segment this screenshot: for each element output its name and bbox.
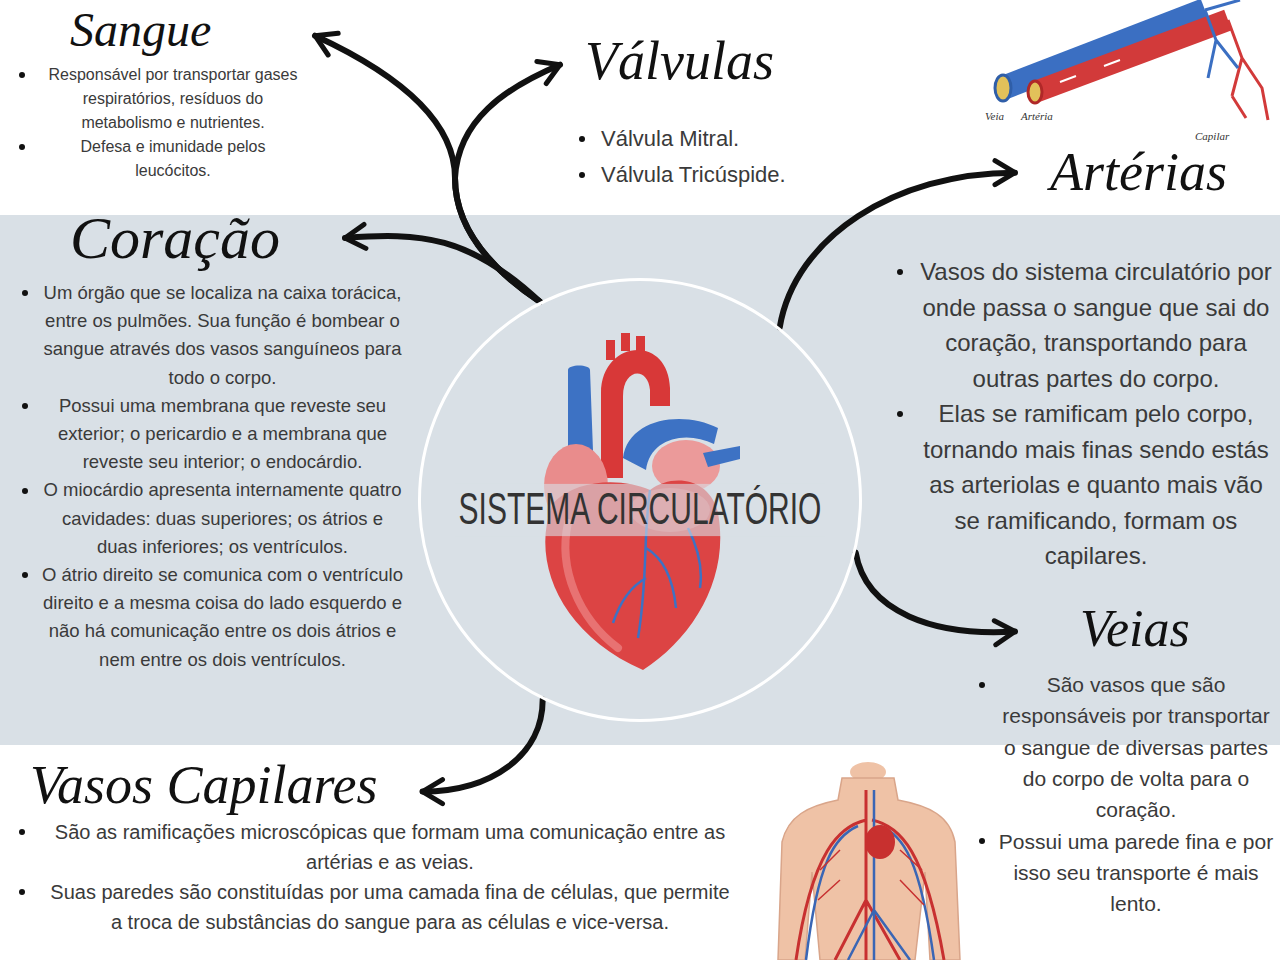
bullet-item: Elas se ramificam pelo corpo, tornando m… bbox=[893, 396, 1273, 574]
topic-heading: Sangue bbox=[70, 4, 211, 57]
bullet-dot bbox=[22, 290, 28, 296]
bullet-item: Suas paredes são constituídas por uma ca… bbox=[15, 877, 735, 937]
bullet-dot bbox=[979, 838, 985, 844]
bullet-dot bbox=[22, 572, 28, 578]
diagram-title: SISTEMA CIRCULATÓRIO bbox=[455, 484, 826, 536]
bullet-item: Responsável por transportar gases respir… bbox=[15, 63, 305, 135]
title-wrap: SISTEMA CIRCULATÓRIO bbox=[421, 492, 859, 528]
bullet-text: Responsável por transportar gases respir… bbox=[48, 66, 297, 131]
bullet-item: Possui uma parede fina e por isso seu tr… bbox=[975, 826, 1275, 920]
center-circle: SISTEMA CIRCULATÓRIO bbox=[418, 278, 862, 722]
topic-heading: Veias bbox=[1080, 600, 1190, 657]
topic-heading: Válvulas bbox=[585, 32, 774, 91]
part-label: Artéria bbox=[1021, 110, 1053, 122]
bullet-item: Possui uma membrana que reveste seu exte… bbox=[18, 392, 403, 477]
bullet-text: O átrio direito se comunica com o ventrí… bbox=[42, 564, 403, 670]
connector-arrow bbox=[315, 36, 540, 302]
bullet-dot bbox=[979, 682, 985, 688]
bullet-dot bbox=[22, 488, 28, 494]
bullet-text: Um órgão que se localiza na caixa toráci… bbox=[44, 282, 402, 388]
connector-arrow bbox=[856, 553, 1015, 633]
bullet-item: O átrio direito se comunica com o ventrí… bbox=[18, 561, 403, 674]
bullet-item: Defesa e imunidade pelos leucócitos. bbox=[15, 135, 305, 183]
bullet-dot bbox=[897, 411, 903, 417]
bullet-text: São as ramificações microscópicas que fo… bbox=[55, 821, 725, 873]
bullet-text: Válvula Mitral. bbox=[601, 126, 739, 151]
vessel-illustration bbox=[995, 0, 1268, 120]
bullet-text: Defesa e imunidade pelos leucócitos. bbox=[80, 138, 265, 179]
bullet-dot bbox=[19, 72, 25, 78]
arteries-topic: ArtériasVasos do sistema circulatório po… bbox=[893, 143, 1273, 574]
bullet-item: O miocárdio apresenta internamente quatr… bbox=[18, 476, 403, 561]
bullet-item: Vasos do sistema circulatório por onde p… bbox=[893, 254, 1273, 396]
bullet-dot bbox=[22, 403, 28, 409]
body-illustration bbox=[778, 762, 960, 960]
capillaries-topic: Vasos CapilaresSão as ramificações micro… bbox=[15, 756, 735, 937]
bullet-item: São as ramificações microscópicas que fo… bbox=[15, 817, 735, 877]
part-label: Veia bbox=[985, 110, 1004, 122]
bullet-item: São vasos que são responsáveis por trans… bbox=[975, 669, 1275, 825]
topic-heading: Vasos Capilares bbox=[30, 756, 378, 815]
bullet-dot bbox=[19, 144, 25, 150]
topic-heading: Artérias bbox=[1050, 143, 1227, 202]
bullet-dot bbox=[897, 269, 903, 275]
bullet-item: Um órgão que se localiza na caixa toráci… bbox=[18, 279, 403, 392]
bullet-item: Válvula Mitral. bbox=[575, 121, 835, 157]
connector-arrow bbox=[423, 700, 543, 792]
heart-topic: Coração Um órgão que se localiza na caixa… bbox=[18, 205, 403, 674]
bullet-text: Possui uma parede fina e por isso seu tr… bbox=[999, 830, 1273, 916]
bullet-text: Suas paredes são constituídas por uma ca… bbox=[50, 881, 729, 933]
bullet-text: Vasos do sistema circulatório por onde p… bbox=[920, 258, 1272, 392]
bullet-text: São vasos que são responsáveis por trans… bbox=[1002, 673, 1269, 821]
connector-arrow bbox=[455, 65, 560, 302]
bullet-text: Válvula Tricúspide. bbox=[601, 162, 786, 187]
bullet-dot bbox=[19, 889, 25, 895]
bullet-dot bbox=[579, 172, 585, 178]
veins-topic: VeiasSão vasos que são responsáveis por … bbox=[975, 600, 1275, 920]
blood-topic: SangueResponsável por transportar gases … bbox=[15, 4, 305, 183]
topic-heading: Coração bbox=[70, 205, 280, 271]
bullet-text: Possui uma membrana que reveste seu exte… bbox=[58, 395, 387, 472]
bullet-item: Válvula Tricúspide. bbox=[575, 157, 835, 193]
part-label: Capilar bbox=[1195, 130, 1229, 142]
bullet-dot bbox=[579, 136, 585, 142]
bullet-text: O miocárdio apresenta internamente quatr… bbox=[44, 479, 402, 556]
valves-topic: VálvulasVálvula Mitral. Válvula Tricúspid… bbox=[575, 32, 835, 193]
bullet-text: Elas se ramificam pelo corpo, tornando m… bbox=[923, 400, 1269, 569]
bullet-dot bbox=[19, 829, 25, 835]
